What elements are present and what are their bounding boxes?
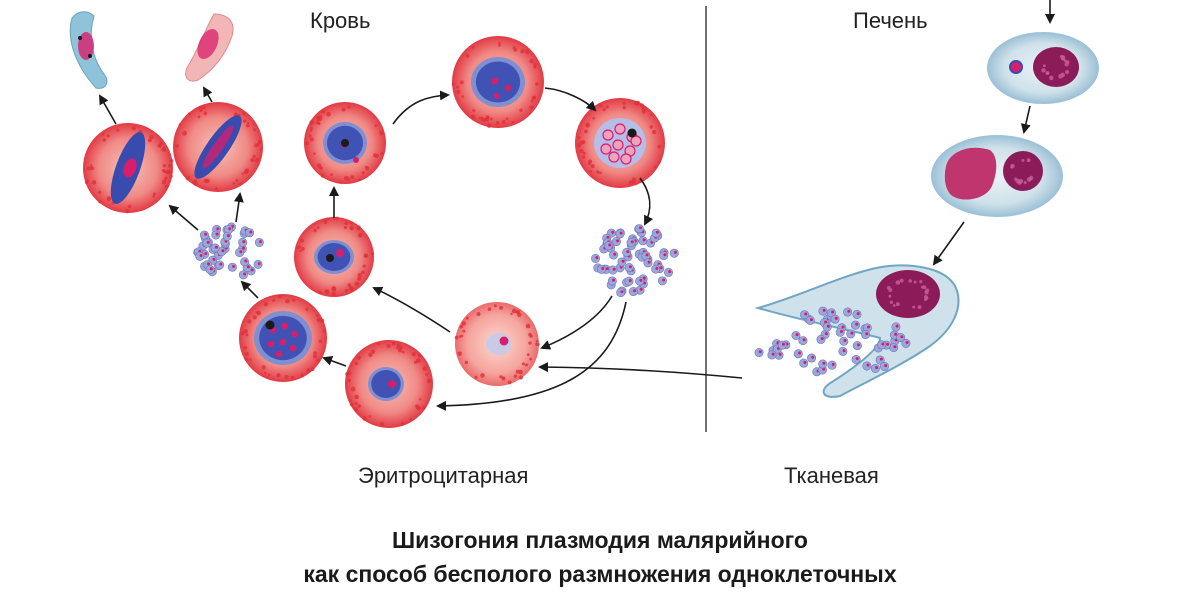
arrow-cycle-top-to-right [544,87,597,112]
rbc-cycle-left-small [294,216,375,297]
arrow-cycle-left-to-top [392,90,450,125]
arrow-merozoites-to-ring [540,295,613,350]
liver-schizont-bursting [754,264,960,398]
caption-line-1: Шизогония плазмодия малярийного [392,527,808,553]
arrow-liver-1-to-2 [1020,105,1031,134]
rbc-cycle-top [451,36,544,128]
merozoites-left [193,222,264,280]
gametocyte-free-left [69,11,108,89]
arrow-young-to-schizont [322,356,347,367]
rbc-young-trophozoite [345,340,433,428]
gametocyte-free-right [185,13,234,82]
arrow-gam-right-to-free [203,86,213,103]
label-erythrocytic: Эритроцитарная [358,463,529,488]
merozoites-cycle-right [591,224,679,298]
rbc-cycle-left-large [304,102,386,184]
rbc-gametocyte-left [83,123,174,214]
liver-cell-1 [987,32,1099,104]
label-blood: Кровь [310,8,371,33]
arrow-right-to-merozoites [639,177,654,226]
arrow-merozoites-to-gam-left [168,204,199,231]
caption-line-2: как способ бесполого размножения однокле… [303,561,897,587]
arrow-merozoites-to-gam-right [233,192,244,223]
rbc-gametocyte-right [173,102,263,192]
arrow-merozoites-to-bottom-rbc [436,301,627,411]
arrow-gam-left-to-free [99,94,117,125]
arrow-ring-to-cycle-left [372,286,451,333]
label-tissue: Тканевая [784,463,879,488]
arrow-liver-2-to-schizont [932,221,965,266]
rbc-ring-pale [454,302,540,386]
arrow-liver-to-ring [538,362,743,379]
label-liver: Печень [853,8,928,33]
rbc-cycle-right [575,98,665,188]
merozoites-liver [754,306,911,377]
arrow-schizont-to-merozoites [240,280,259,299]
liver-cell-2 [931,135,1063,217]
rbc-schizont-left [239,294,327,382]
